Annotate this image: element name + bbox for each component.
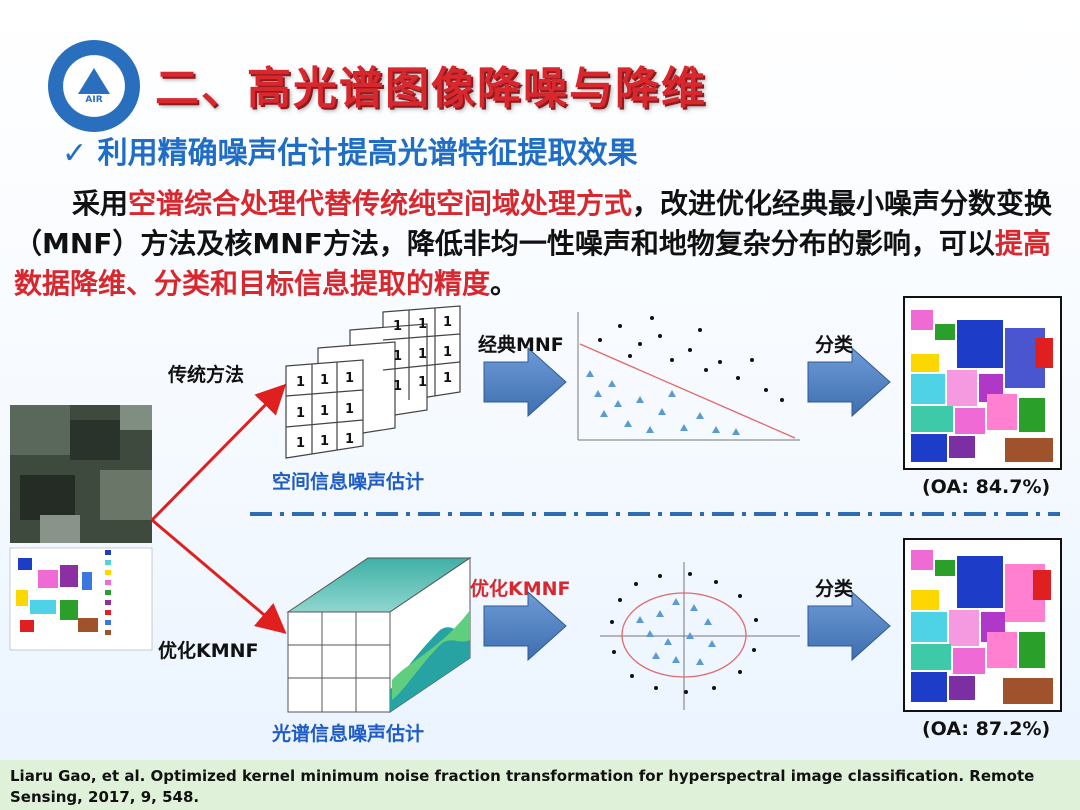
svg-text:1: 1 — [418, 317, 427, 332]
svg-text:1: 1 — [296, 406, 305, 421]
para-highlight-1: 空谱综合处理代替传统纯空间域处理方式 — [128, 187, 632, 220]
svg-text:1: 1 — [443, 371, 452, 386]
spectral-noise-estimation-label: 光谱信息噪声估计 — [272, 719, 424, 746]
classic-mnf-label: 经典MNF — [478, 330, 564, 357]
classification-map-top — [903, 296, 1062, 470]
classify-label-bottom: 分类 — [815, 574, 853, 601]
spectral-cube — [288, 558, 470, 712]
logo-abbr: AIR — [85, 95, 102, 105]
svg-text:1: 1 — [393, 379, 402, 394]
classification-map-bottom — [903, 538, 1062, 712]
svg-text:1: 1 — [443, 315, 452, 330]
input-hsi-image — [10, 405, 152, 543]
map-legend — [105, 550, 111, 635]
slide-title: 二、高光谱图像降噪与降维 — [155, 52, 707, 116]
svg-text:1: 1 — [345, 432, 354, 447]
svg-text:1: 1 — [296, 375, 305, 390]
oa-top: (OA: 84.7%) — [922, 476, 1050, 498]
logo-triangle-icon — [78, 68, 110, 94]
para-text-3: 。 — [490, 267, 518, 300]
oa-bottom: (OA: 87.2%) — [922, 718, 1050, 740]
svg-text:1: 1 — [345, 371, 354, 386]
arrow-to-optimized — [152, 520, 282, 630]
svg-text:1: 1 — [393, 319, 402, 334]
ground-truth-map — [10, 548, 152, 650]
arrow-to-traditional — [152, 388, 282, 520]
description-paragraph: 采用空谱综合处理代替传统纯空间域处理方式，改进优化经典最小噪声分数变换（MNF）… — [14, 184, 1070, 304]
para-text-1: 采用 — [72, 187, 128, 220]
kmnf-scatter-plot — [600, 562, 800, 710]
optimized-kmnf-left-label: 优化KMNF — [158, 636, 259, 663]
svg-text:1: 1 — [418, 375, 427, 390]
arrow-to-mnf — [484, 348, 566, 416]
svg-text:1: 1 — [296, 436, 305, 451]
arrow-to-classify-top — [808, 348, 890, 416]
slide-subtitle: ✓ 利用精确噪声估计提高光谱特征提取效果 — [62, 128, 638, 172]
classification-map-bottom-image — [905, 540, 1060, 710]
arrow-to-classify-bottom — [808, 592, 890, 660]
svg-text:1: 1 — [418, 347, 427, 362]
institute-logo: AIR — [48, 40, 140, 132]
spatial-noise-estimation-label: 空间信息噪声估计 — [272, 467, 424, 494]
classification-map-top-image — [905, 298, 1060, 468]
svg-text:1: 1 — [320, 373, 329, 388]
traditional-method-label: 传统方法 — [168, 360, 244, 387]
arrow-to-kmnf — [484, 592, 566, 660]
svg-text:1: 1 — [345, 402, 354, 417]
reference-footer: Liaru Gao, et al. Optimized kernel minim… — [0, 760, 1080, 810]
classify-label-top: 分类 — [815, 330, 853, 357]
svg-text:1: 1 — [320, 434, 329, 449]
svg-text:1: 1 — [320, 404, 329, 419]
mnf-scatter-plot — [578, 312, 800, 440]
svg-text:1: 1 — [443, 345, 452, 360]
optimized-kmnf-label: 优化KMNF — [470, 574, 571, 601]
svg-text:1: 1 — [393, 349, 402, 364]
spatial-grid-stack — [286, 306, 460, 458]
